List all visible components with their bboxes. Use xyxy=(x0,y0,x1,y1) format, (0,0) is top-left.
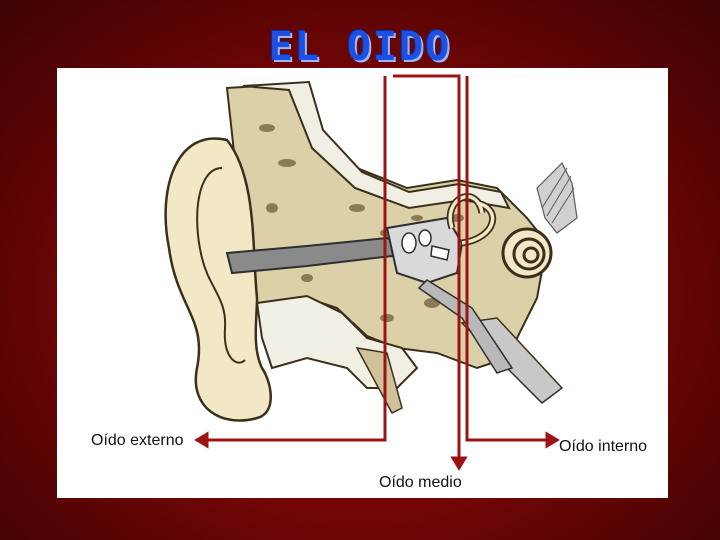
nerve-fibers xyxy=(541,167,575,224)
styloid-process xyxy=(355,347,403,414)
skull-layer xyxy=(242,80,511,210)
ear-diagram xyxy=(164,74,578,471)
slide-title: EL OIDO xyxy=(268,24,452,70)
cochlea xyxy=(501,227,553,279)
diagram-panel: Oído externo Oído interno Oído medio xyxy=(57,68,668,498)
label-inner-ear: Oído interno xyxy=(559,438,648,455)
pointer-inner-ear xyxy=(465,76,560,449)
pinna xyxy=(164,137,272,422)
label-middle-ear: Oído medio xyxy=(379,474,462,491)
pointer-middle-ear xyxy=(393,74,468,471)
eustachian-tube xyxy=(417,279,514,374)
auditory-nerve xyxy=(536,161,578,234)
pinna-inner xyxy=(196,167,246,364)
pointer-outer-ear xyxy=(194,76,387,449)
semicircular-canals-fill xyxy=(448,194,495,245)
label-outer-ear: Oído externo xyxy=(91,432,184,449)
ossicles xyxy=(401,229,450,261)
